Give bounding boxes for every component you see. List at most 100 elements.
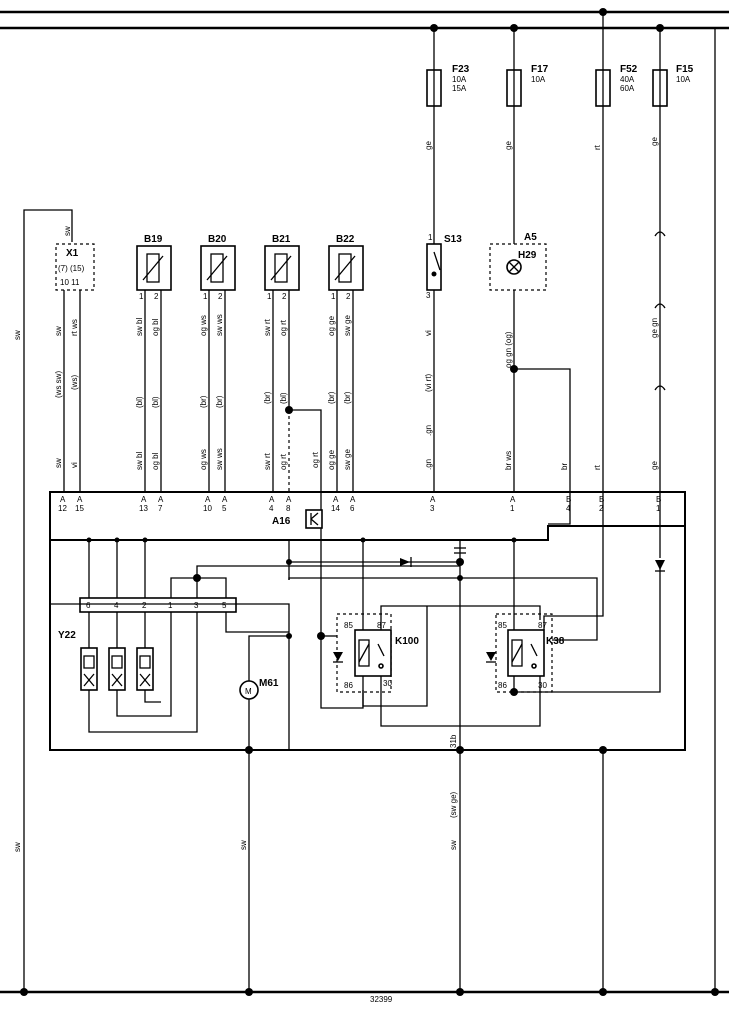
svg-text:F17: F17 bbox=[531, 64, 549, 75]
svg-text:15A: 15A bbox=[452, 84, 467, 93]
svg-text:(7) (15): (7) (15) bbox=[58, 264, 85, 273]
svg-text:B: B bbox=[656, 495, 661, 504]
svg-text:86: 86 bbox=[498, 681, 507, 690]
svg-text:2: 2 bbox=[218, 292, 223, 301]
sensor-b20: B20 1 2 bbox=[200, 234, 236, 301]
svg-text:og ge: og ge bbox=[327, 315, 336, 336]
svg-text:1: 1 bbox=[139, 292, 144, 301]
fuse-f52: F52 40A 60A bbox=[595, 64, 638, 107]
svg-text:sw rt: sw rt bbox=[263, 318, 272, 336]
svg-text:(bl): (bl) bbox=[135, 396, 144, 408]
svg-text:1: 1 bbox=[168, 601, 173, 610]
control-unit-a16 bbox=[49, 491, 686, 751]
solenoid-valve bbox=[108, 647, 126, 691]
svg-text:sw ge: sw ge bbox=[343, 315, 352, 336]
svg-text:sw: sw bbox=[54, 326, 63, 336]
svg-text:6: 6 bbox=[86, 601, 91, 610]
svg-text:6: 6 bbox=[350, 504, 355, 513]
svg-text:2: 2 bbox=[346, 292, 351, 301]
diode bbox=[400, 558, 410, 566]
svg-text:sw: sw bbox=[449, 840, 458, 850]
svg-text:A: A bbox=[510, 495, 516, 504]
svg-text:85: 85 bbox=[344, 621, 353, 630]
svg-text:15: 15 bbox=[75, 504, 84, 513]
diode bbox=[333, 652, 343, 661]
svg-text:4: 4 bbox=[566, 504, 571, 513]
svg-text:B22: B22 bbox=[336, 234, 355, 245]
svg-text:(br): (br) bbox=[327, 391, 336, 404]
svg-text:5: 5 bbox=[222, 601, 227, 610]
svg-text:A: A bbox=[350, 495, 356, 504]
svg-text:og ge: og ge bbox=[327, 449, 336, 470]
fuse-f15: F15 10A bbox=[652, 64, 694, 107]
svg-text:(ws sw): (ws sw) bbox=[54, 371, 63, 398]
svg-text:.gn: .gn bbox=[424, 459, 433, 470]
svg-text:vi: vi bbox=[424, 330, 433, 336]
svg-text:(sw ge): (sw ge) bbox=[449, 791, 458, 818]
svg-text:(br): (br) bbox=[215, 395, 224, 408]
svg-text:A: A bbox=[333, 495, 339, 504]
svg-text:2: 2 bbox=[599, 504, 604, 513]
svg-text:(vi rt): (vi rt) bbox=[424, 373, 433, 392]
svg-text:30: 30 bbox=[538, 681, 547, 690]
svg-text:ge: ge bbox=[650, 137, 659, 146]
svg-text:30: 30 bbox=[383, 679, 392, 688]
svg-text:1: 1 bbox=[428, 233, 433, 242]
diode bbox=[655, 560, 665, 570]
svg-text:rt ws: rt ws bbox=[70, 319, 79, 336]
svg-text:br: br bbox=[560, 463, 569, 470]
svg-text:S13: S13 bbox=[444, 234, 462, 245]
svg-text:1: 1 bbox=[203, 292, 208, 301]
svg-text:14: 14 bbox=[331, 504, 340, 513]
svg-text:(br): (br) bbox=[343, 391, 352, 404]
indicator-lamp-h29: A5 H29 bbox=[489, 232, 547, 291]
svg-text:87: 87 bbox=[377, 621, 386, 630]
svg-text:(bl): (bl) bbox=[151, 396, 160, 408]
svg-text:7: 7 bbox=[158, 504, 163, 513]
svg-text:A: A bbox=[205, 495, 211, 504]
svg-text:og bl: og bl bbox=[151, 452, 160, 470]
svg-text:3: 3 bbox=[426, 291, 431, 300]
svg-text:X1: X1 bbox=[66, 248, 79, 259]
fuse-f23: F23 10A 15A bbox=[426, 64, 470, 107]
crossover-arc bbox=[654, 231, 666, 237]
svg-text:(br): (br) bbox=[199, 395, 208, 408]
fuse-f17: F17 10A bbox=[506, 64, 549, 107]
svg-text:2: 2 bbox=[154, 292, 159, 301]
relay-k100: K100 85 87 86 30 bbox=[336, 613, 419, 693]
svg-text:F52: F52 bbox=[620, 64, 638, 75]
svg-text:A: A bbox=[158, 495, 164, 504]
svg-text:br ws: br ws bbox=[504, 451, 513, 470]
connector-pins: A12 A15 A13 A7 A10 A5 A4 A8 A14 A6 A3 A1… bbox=[58, 495, 661, 513]
motor-m61: M M61 bbox=[239, 678, 279, 700]
svg-text:3: 3 bbox=[430, 504, 435, 513]
svg-text:M: M bbox=[245, 687, 252, 696]
svg-text:(br): (br) bbox=[263, 391, 272, 404]
svg-text:K38: K38 bbox=[546, 636, 565, 647]
sensor-b22: B22 1 2 bbox=[328, 234, 364, 301]
svg-text:rt: rt bbox=[593, 144, 602, 150]
svg-text:og gn (og): og gn (og) bbox=[504, 331, 513, 368]
svg-text:1: 1 bbox=[331, 292, 336, 301]
svg-text:ge: ge bbox=[424, 141, 433, 150]
svg-text:F15: F15 bbox=[676, 64, 694, 75]
svg-text:2: 2 bbox=[142, 601, 147, 610]
svg-text:85: 85 bbox=[498, 621, 507, 630]
solenoid-valve bbox=[136, 647, 154, 691]
svg-text:ge: ge bbox=[650, 461, 659, 470]
svg-text:1: 1 bbox=[656, 504, 661, 513]
svg-text:rt: rt bbox=[593, 464, 602, 470]
svg-text:sw ws: sw ws bbox=[215, 314, 224, 336]
svg-text:40A: 40A bbox=[620, 75, 635, 84]
svg-text:87: 87 bbox=[538, 621, 547, 630]
relay-k38: K38 85 87 86 30 bbox=[495, 613, 565, 693]
svg-text:og ws: og ws bbox=[199, 449, 208, 470]
svg-text:B: B bbox=[599, 495, 604, 504]
svg-text:sw ge: sw ge bbox=[343, 449, 352, 470]
svg-text:10 11: 10 11 bbox=[60, 278, 80, 287]
connector-y22: 6 4 2 1 3 5 Y22 bbox=[58, 597, 237, 641]
svg-text:B19: B19 bbox=[144, 234, 163, 245]
svg-text:3: 3 bbox=[194, 601, 199, 610]
